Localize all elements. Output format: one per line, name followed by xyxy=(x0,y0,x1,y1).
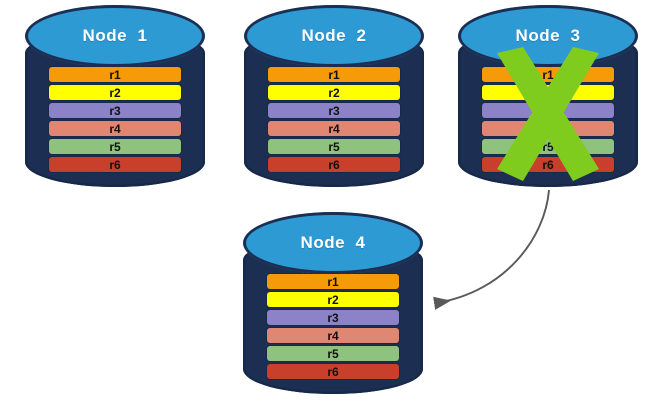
node-4-row-r4[interactable]: r4 xyxy=(267,328,399,343)
node-3-cylinder[interactable]: Node 3 r1 r2 r3 r4 r5 r6 xyxy=(458,5,638,187)
node-2-row-r2[interactable]: r2 xyxy=(268,85,400,100)
node-3-rows: r1 r2 r3 r4 r5 r6 xyxy=(482,67,614,172)
node-1-row-r2[interactable]: r2 xyxy=(49,85,181,100)
node-4-row-r5[interactable]: r5 xyxy=(267,346,399,361)
node-2-title: Node 2 xyxy=(301,25,367,45)
node-2-row-r4[interactable]: r4 xyxy=(268,121,400,136)
node-3-row-r2[interactable]: r2 xyxy=(482,85,614,100)
node-3-title: Node 3 xyxy=(515,25,581,45)
node-4-cylinder[interactable]: Node 4 r1 r2 r3 r4 r5 r6 xyxy=(243,212,423,394)
node-1-row-r6[interactable]: r6 xyxy=(49,157,181,172)
node-4-rows: r1 r2 r3 r4 r5 r6 xyxy=(267,274,399,379)
node-2-rows: r1 r2 r3 r4 r5 r6 xyxy=(268,67,400,172)
node-4-top-disc: Node 4 xyxy=(243,212,423,274)
node-4-row-r3[interactable]: r3 xyxy=(267,310,399,325)
node-1-title: Node 1 xyxy=(82,25,148,45)
node-2-row-r6[interactable]: r6 xyxy=(268,157,400,172)
node-1-row-r3[interactable]: r3 xyxy=(49,103,181,118)
node-3-row-r6[interactable]: r6 xyxy=(482,157,614,172)
node-1-row-r1[interactable]: r1 xyxy=(49,67,181,82)
node-1-row-r4[interactable]: r4 xyxy=(49,121,181,136)
node-2-row-r5[interactable]: r5 xyxy=(268,139,400,154)
node-2-row-r3[interactable]: r3 xyxy=(268,103,400,118)
node-1-cylinder[interactable]: Node 1 r1 r2 r3 r4 r5 r6 xyxy=(25,5,205,187)
node-1-top-disc: Node 1 xyxy=(25,5,205,67)
node-1-rows: r1 r2 r3 r4 r5 r6 xyxy=(49,67,181,172)
node-4-row-r6[interactable]: r6 xyxy=(267,364,399,379)
node-3-row-r3[interactable]: r3 xyxy=(482,103,614,118)
node-4-title: Node 4 xyxy=(300,232,366,252)
node-1-row-r5[interactable]: r5 xyxy=(49,139,181,154)
node-4-row-r2[interactable]: r2 xyxy=(267,292,399,307)
node-3-top-disc: Node 3 xyxy=(458,5,638,67)
node-2-cylinder[interactable]: Node 2 r1 r2 r3 r4 r5 r6 xyxy=(244,5,424,187)
node-2-row-r1[interactable]: r1 xyxy=(268,67,400,82)
node-3-row-r1[interactable]: r1 xyxy=(482,67,614,82)
node-2-top-disc: Node 2 xyxy=(244,5,424,67)
failover-arrow xyxy=(433,189,550,310)
node-4-row-r1[interactable]: r1 xyxy=(267,274,399,289)
node-3-row-r5[interactable]: r5 xyxy=(482,139,614,154)
node-3-row-r4[interactable]: r4 xyxy=(482,121,614,136)
